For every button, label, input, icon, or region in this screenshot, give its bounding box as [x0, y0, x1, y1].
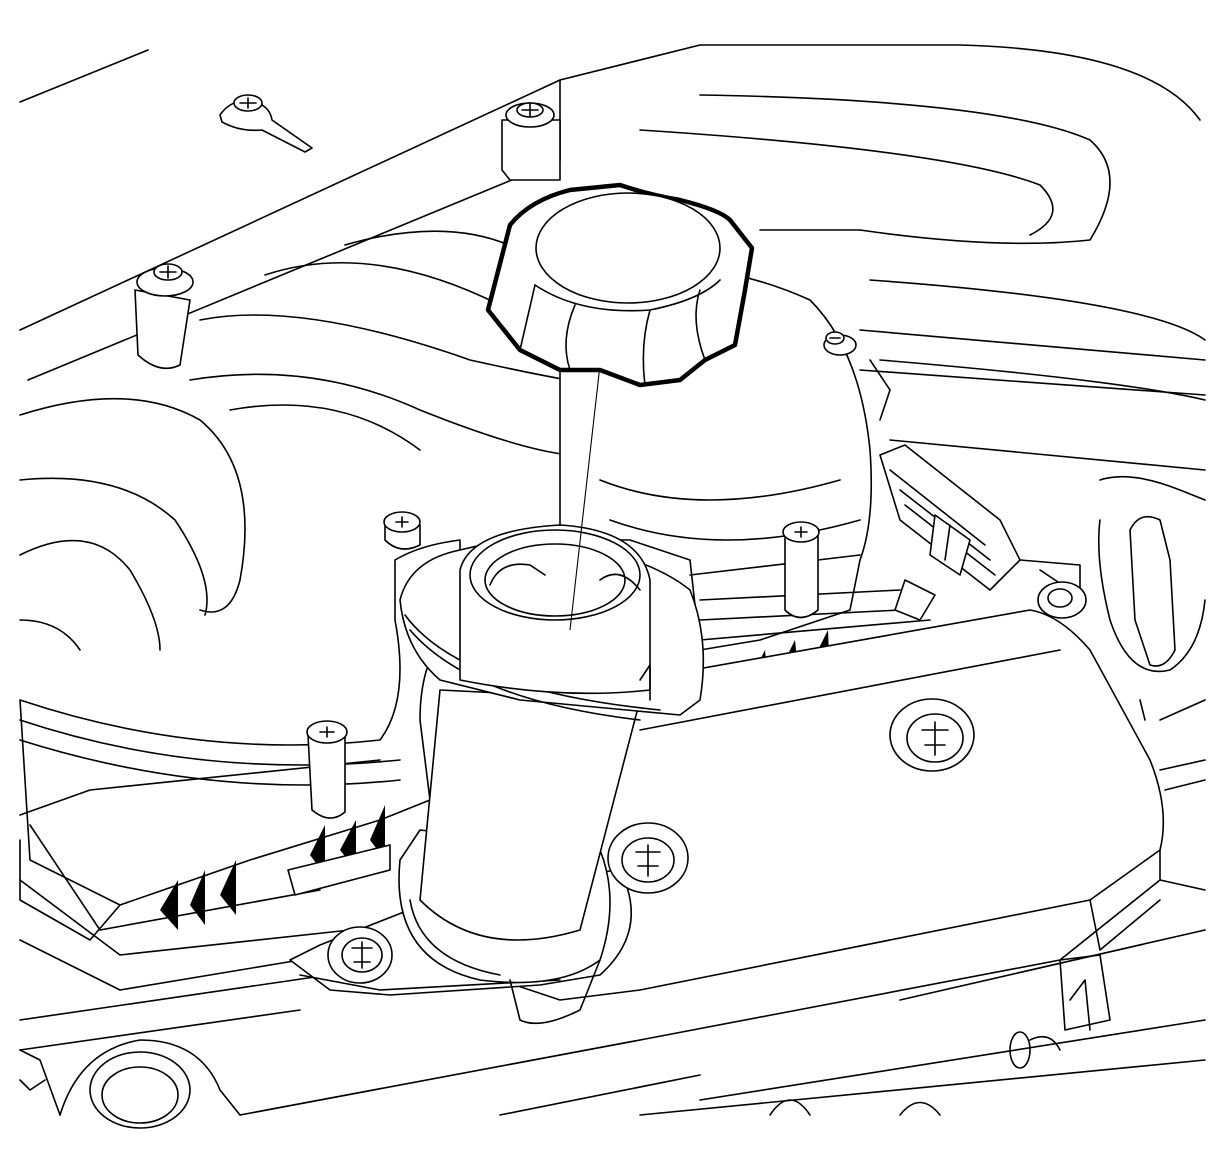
intake-manifold-icon	[19, 44, 1206, 651]
fill-cap-icon[interactable]	[485, 182, 755, 388]
wiring-connector-icon	[879, 444, 1081, 621]
valve-cover-icon	[19, 539, 461, 991]
intake-manifold-icon	[1097, 475, 1206, 791]
torx-bolt-icon	[134, 94, 1087, 984]
intake-manifold-icon	[19, 949, 701, 1129]
oil-fill-tube-icon	[289, 364, 705, 1025]
